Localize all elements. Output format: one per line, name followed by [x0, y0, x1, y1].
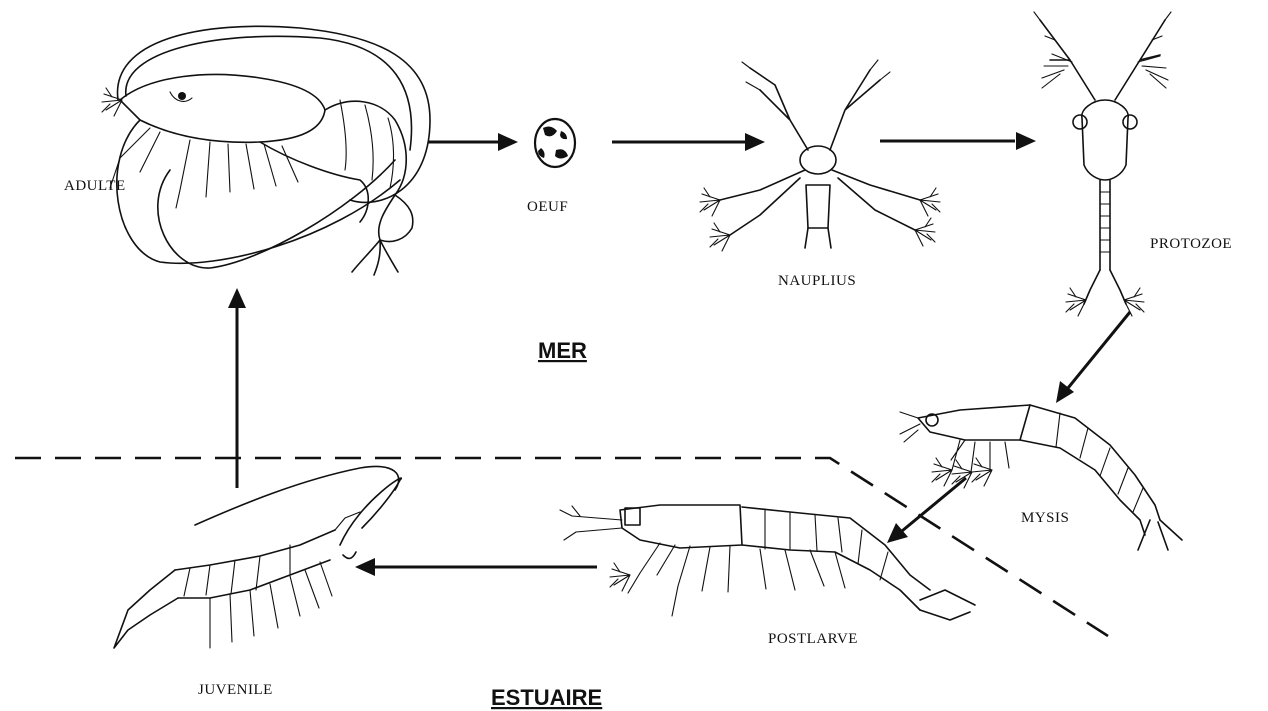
- label-mysis: MYSIS: [1021, 510, 1069, 526]
- mysis-drawing: [900, 405, 1182, 550]
- label-postlarve: POSTLARVE: [768, 631, 858, 647]
- label-adulte: ADULTE: [64, 178, 126, 194]
- nauplius-drawing: [700, 60, 940, 251]
- arrow-oeuf-to-nauplius: [612, 133, 765, 151]
- egg-drawing: [535, 119, 575, 167]
- zone-label-estuary: ESTUAIRE: [491, 685, 602, 710]
- zone-label-sea: MER: [538, 338, 587, 363]
- arrow-mysis-to-postlarve: [887, 478, 966, 543]
- label-nauplius: NAUPLIUS: [778, 273, 856, 289]
- adult-shrimp-drawing: [102, 26, 430, 275]
- label-juvenile: JUVENILE: [198, 682, 273, 698]
- arrow-postlarve-to-juvenile: [355, 558, 597, 576]
- juvenile-shrimp-drawing: [114, 467, 401, 648]
- arrow-adulte-to-oeuf: [428, 133, 518, 151]
- label-protozoe: PROTOZOE: [1150, 236, 1232, 252]
- protozoea-drawing: [1034, 12, 1171, 316]
- arrow-protozoe-to-mysis: [1056, 312, 1130, 403]
- arrow-nauplius-to-protozoe: [880, 132, 1036, 150]
- label-oeuf: OEUF: [527, 199, 568, 215]
